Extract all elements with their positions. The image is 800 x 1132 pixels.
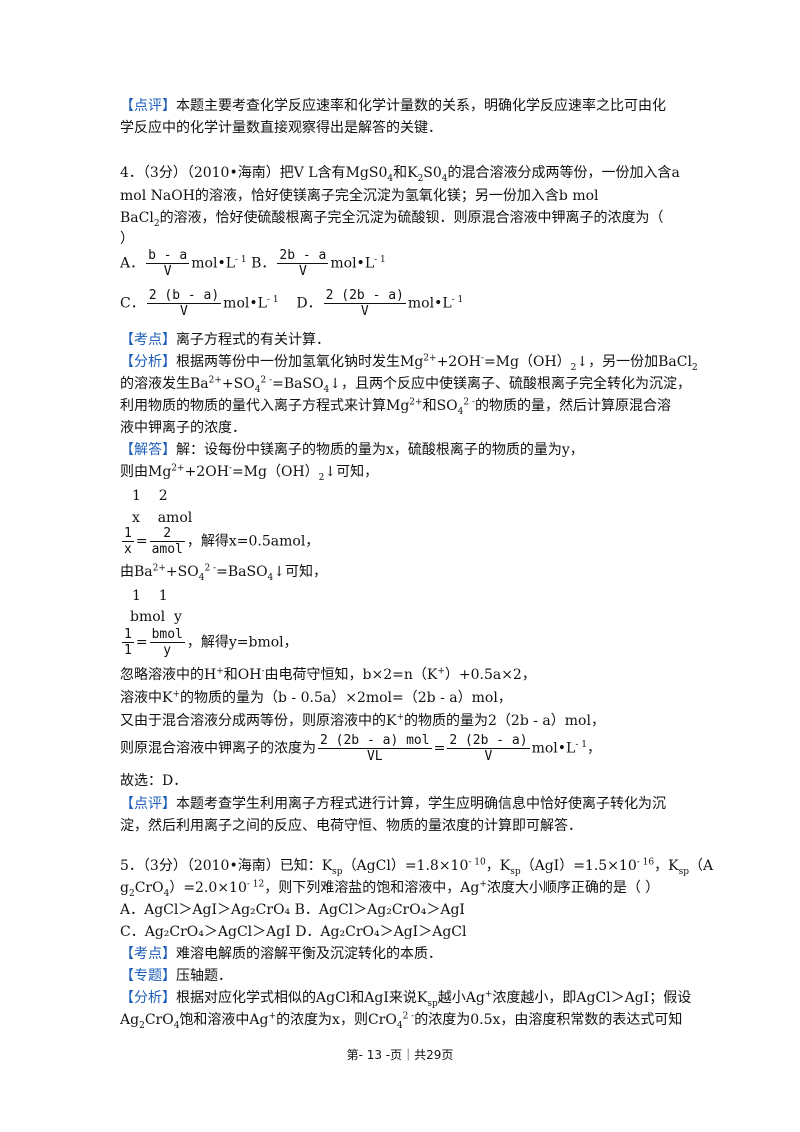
- zhuanti-line: 【专题】压轴题．: [120, 968, 232, 984]
- fenxi-line: 液中钾离子的浓度．: [120, 420, 246, 436]
- review-line: 淀，然后利用离子之间的反应、电荷守恒、物质的量浓度的计算即可解答．: [120, 818, 582, 834]
- q4-stem: mol NaOH的溶液，恰好使镁离子完全沉淀为氢氧化镁；另一份加入含b mol: [120, 188, 599, 204]
- equation-line: 由Ba2++SO42 -=BaSO4↓可知，: [120, 563, 328, 583]
- q4-stem: ）: [120, 231, 134, 247]
- page-footer: 第- 13 -页｜共29页: [346, 1048, 454, 1062]
- coefficients: 1 1: [132, 588, 168, 604]
- fenxi-line: 【分析】根据对应化学式相似的AgCl和AgI来说Ksp越小Ag+浓度越小，即Ag…: [120, 989, 692, 1009]
- kaodian-line: 【考点】离子方程式的有关计算．: [120, 332, 330, 348]
- fraction: 2 (b - a)V: [146, 288, 222, 319]
- charge-line: 又由于混合溶液分成两等份，则原溶液中的K+的物质的量为2（2b - a）mol，: [120, 712, 605, 729]
- q5-stem: g2CrO4）=2.0×10- 12，则下列难溶盐的饱和溶液中，Ag+浓度大小顺…: [120, 879, 660, 899]
- q5-stem: 5．（3分）（2010•海南）已知：Ksp（AgCl）=1.8×10- 10，K…: [120, 857, 714, 877]
- kaodian-line: 【考点】难溶电解质的溶解平衡及沉淀转化的本质．: [120, 946, 442, 962]
- review-tag: 【点评】: [120, 98, 176, 114]
- jieda-line: 【解答】解：设每份中镁离子的物质的量为x，硫酸根离子的物质的量为y，: [120, 442, 584, 458]
- review-line: 【点评】本题考查学生利用离子方程式进行计算，学生应明确信息中恰好使离子转化为沉: [120, 796, 666, 812]
- values: x amol: [132, 510, 193, 526]
- fenxi-line: 利用物质的物质的量代入离子方程式来计算Mg2+和SO42 -的物质的量，然后计算…: [120, 397, 672, 417]
- fraction: 2 (2b - a)V: [447, 733, 530, 764]
- fenxi-line: 的溶液发生Ba2++SO42 -=BaSO4↓，且两个反应中使镁离子、硫酸根离子…: [120, 375, 692, 395]
- q4-stem: BaCl2的溶液，恰好使硫酸根离子完全沉淀为硫酸钡．则原混合溶液中钾离子的浓度为…: [120, 210, 664, 229]
- equation-line: 则由Mg2++2OH-=Mg（OH）2↓可知，: [120, 463, 379, 483]
- q4-stem: 4．（3分）（2010•海南）把V L含有MgS04和K2S04的混合溶液分成两…: [120, 165, 680, 184]
- coefficients: 1 2: [132, 488, 168, 504]
- fraction: 2 (2b - a)V: [323, 288, 406, 319]
- answer-line: 故选：D．: [120, 773, 188, 789]
- charge-line: 忽略溶液中的H+和OH-由电荷守恒知，b×2=n（K+）+0.5a×2，: [120, 666, 536, 683]
- fenxi-line: 【分析】根据两等份中一份加氢氧化钠时发生Mg2++2OH-=Mg（OH）2↓，另…: [120, 353, 698, 373]
- review-line: 【点评】本题主要考查化学反应速率和化学计量数的关系，明确化学反应速率之比可由化: [120, 98, 666, 114]
- fenxi-line: Ag2CrO4饱和溶液中Ag+的浓度为x，则CrO42 -的浓度为0.5x，由溶…: [120, 1011, 683, 1031]
- charge-line: 溶液中K+的物质的量为（b - 0.5a）×2mol=（2b - a）mol，: [120, 689, 512, 706]
- review-line: 学反应中的化学计量数直接观察得出是解答的关键．: [120, 120, 442, 136]
- q5-options-ab: A．AgCl＞AgI＞Ag₂CrO₄ B．AgCl＞Ag₂CrO₄＞AgI: [120, 902, 465, 918]
- values: bmol y: [130, 609, 182, 625]
- q5-options-cd: C．Ag₂CrO₄＞AgCl＞AgI D．Ag₂CrO₄＞AgI＞AgCl: [120, 924, 467, 940]
